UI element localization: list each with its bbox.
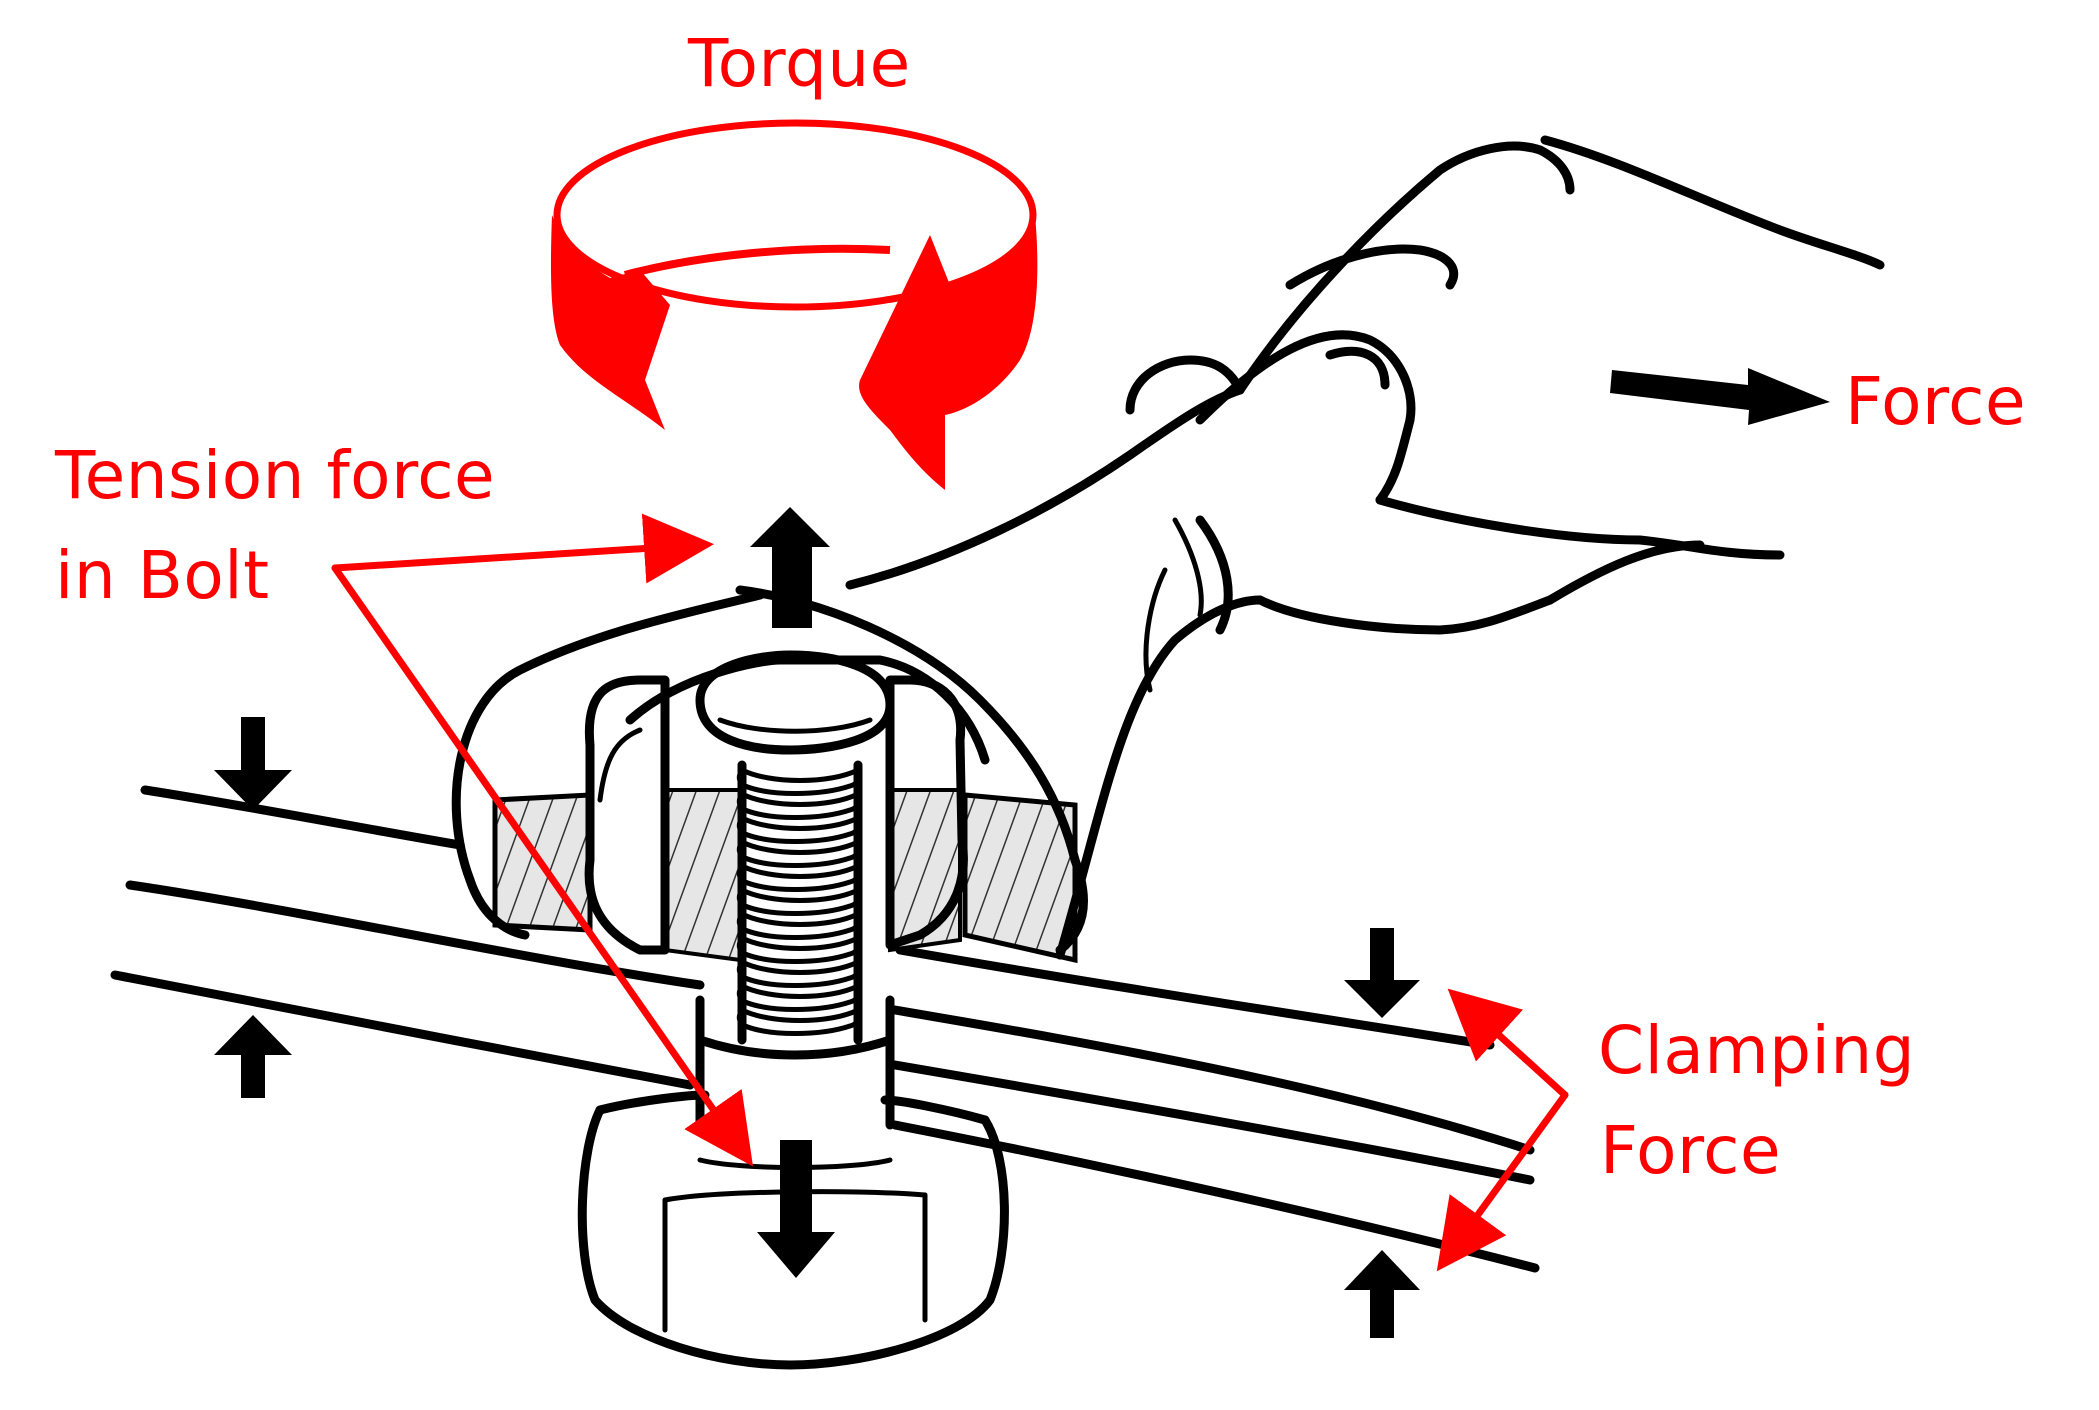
bolt-thread: [736, 934, 862, 964]
bolt-thread: [736, 838, 862, 868]
arrow-up-icon: [214, 1015, 292, 1098]
bolt-shaft-outline: [737, 760, 863, 1045]
arrow-down-icon: [757, 1140, 835, 1278]
tension-label-line1: Tension force: [55, 437, 496, 514]
arrow-down-icon: [1344, 928, 1420, 1018]
force-arrow-icon: [1610, 368, 1830, 425]
bolt-thread: [736, 790, 862, 820]
arrow-up-icon: [750, 507, 830, 628]
bolt-thread: [736, 1006, 862, 1036]
bolt-thread: [736, 958, 862, 988]
hand: [1125, 135, 1885, 693]
force-label: Force: [1845, 363, 2027, 440]
torque-arrow-icon: [550, 119, 1038, 490]
arrow-up-icon: [1344, 1250, 1420, 1338]
bolt-thread: [736, 814, 862, 844]
tension-label-line2: in Bolt: [55, 537, 270, 614]
bolt: [695, 650, 895, 1130]
torque-label: Torque: [688, 25, 911, 102]
tension-pointer: [331, 513, 754, 1167]
clamping-pointer: [1436, 988, 1569, 1272]
bolt-thread: [736, 886, 862, 916]
bolt-thread: [736, 982, 862, 1012]
bolt-thread: [736, 910, 862, 940]
clamping-label-line1: Clamping: [1598, 1012, 1916, 1089]
black-arrows: [214, 368, 1830, 1338]
bolt-thread: [736, 766, 862, 796]
bolt-thread: [736, 862, 862, 892]
arrow-down-icon: [214, 717, 292, 810]
clamping-label-line2: Force: [1600, 1112, 1782, 1189]
